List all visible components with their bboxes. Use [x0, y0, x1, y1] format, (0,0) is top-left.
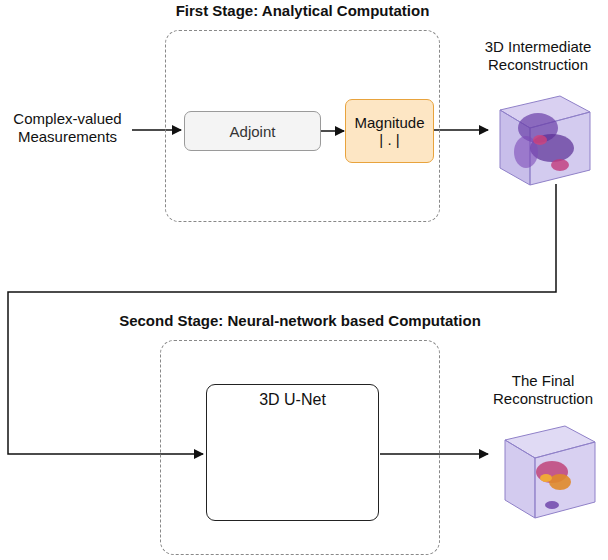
- stage-heading: First Stage: Analytical Computation: [176, 2, 430, 19]
- magnitude-box: Magnitude| . |: [345, 99, 434, 163]
- caption-label: Complex-valued Measurements: [5, 110, 130, 146]
- input-arrow: [132, 129, 181, 131]
- node-text: Adjoint: [230, 123, 276, 140]
- connector-arrow: [321, 130, 344, 132]
- node-text: | . |: [379, 131, 399, 148]
- node-text: Magnitude: [354, 114, 424, 131]
- stage-frame: First Stage: Analytical ComputationAdjoi…: [165, 30, 440, 222]
- network-box: 3D U-Net: [206, 384, 379, 521]
- stage-heading: Second Stage: Neural-network based Compu…: [119, 312, 481, 329]
- caption-label: The Final Reconstruction: [478, 372, 608, 408]
- process-box: Adjoint: [184, 111, 321, 151]
- final-volume: [505, 426, 595, 518]
- stage-frame: Second Stage: Neural-network based Compu…: [160, 340, 440, 555]
- caption-label: 3D Intermediate Reconstruction: [468, 38, 608, 74]
- node-text: 3D U-Net: [259, 391, 326, 409]
- final-arrow: [380, 453, 488, 455]
- intermediate-volume: [500, 96, 590, 185]
